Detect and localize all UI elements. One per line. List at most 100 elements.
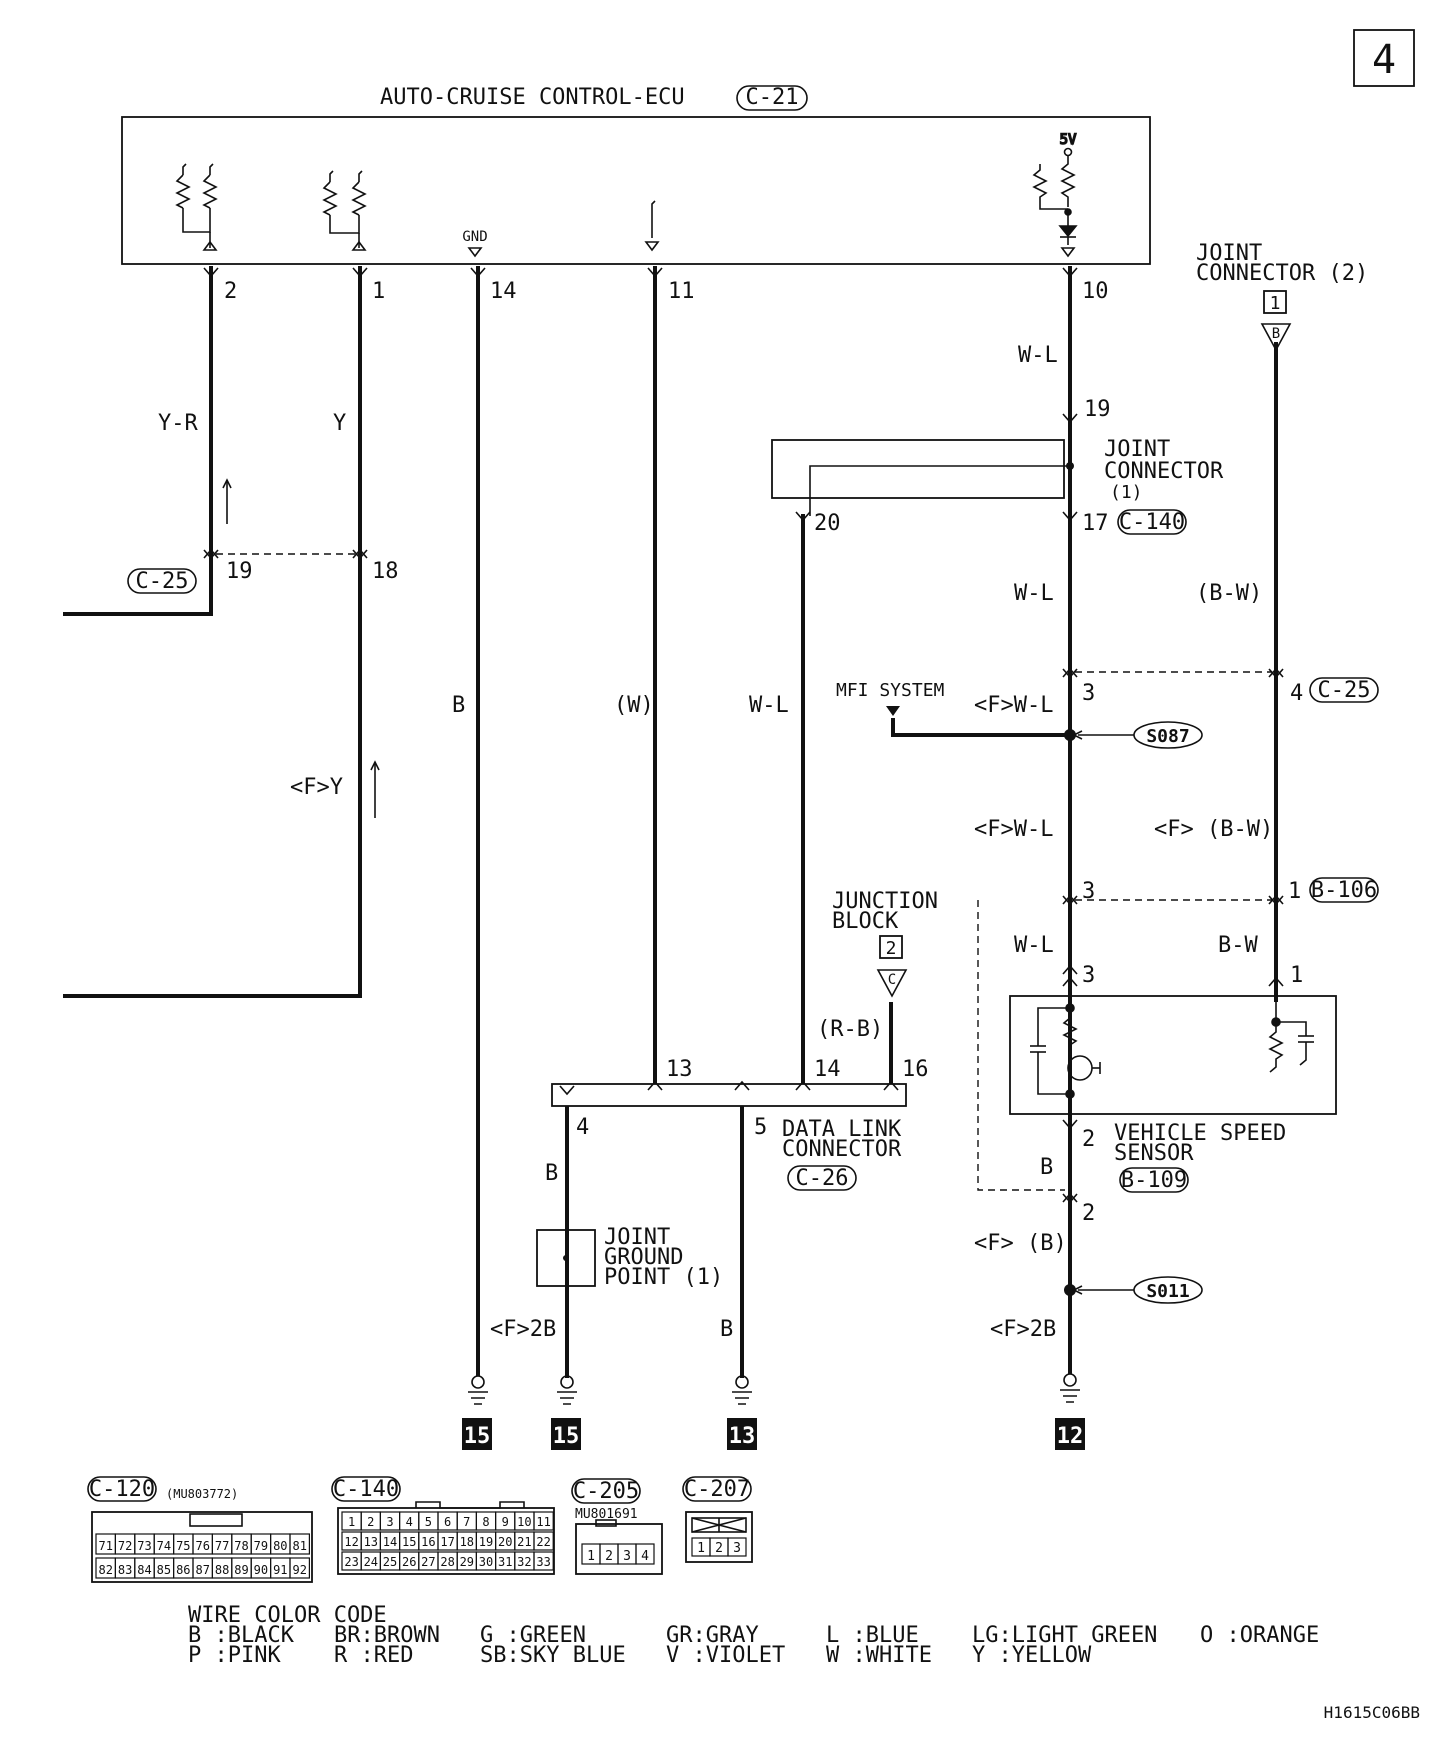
c120-pin-label: 85 [157,1563,171,1577]
wcc-r2-2: SB:SKY BLUE [480,1643,626,1668]
c205-cell [635,1543,655,1565]
c120-part: (MU803772) [166,1487,238,1501]
vss-pin-2b: 2 [1082,1201,1095,1226]
c120-cell [289,1533,310,1555]
c140-pin-label: 30 [479,1555,493,1569]
figure-code: H1615C06BB [1324,1703,1420,1722]
c120-pin-label: 88 [215,1563,229,1577]
c140-pin-label: 15 [402,1535,416,1549]
c120-pin-label: 83 [118,1563,132,1577]
jc1-pin-20: 20 [814,511,841,536]
c140-pin-label: 26 [402,1555,416,1569]
c140-cell [533,1511,554,1531]
wire-label-w-l-top: W-L [1018,343,1058,368]
wcc-r2-4: W :WHITE [826,1643,932,1668]
c140-pin-label: 4 [406,1515,413,1529]
jc1-title-1: JOINT [1104,437,1170,462]
jc2-title-1: JOINT [1196,241,1262,266]
wire-y [63,266,362,998]
jgp-title-1: JOINT [604,1225,670,1250]
dlc-title-2: CONNECTOR [782,1137,902,1162]
c25-right-pin-4: 4 [1290,681,1303,706]
c120-pin-label: 74 [157,1539,171,1553]
c140-pin-label: 6 [444,1515,451,1529]
c140-pin-label: 14 [383,1535,397,1549]
c120-pin-label: 92 [292,1563,306,1577]
c120-pin-label: 73 [137,1539,151,1553]
c140-pin-label: 10 [517,1515,531,1529]
jc1-connector-tag: C-140 [1119,510,1185,535]
c205-pin-label: 2 [605,1549,613,1564]
c207-label: C-207 [684,1477,750,1502]
c140-pin-label: 5 [425,1515,432,1529]
ecu-gnd-label: GND [462,229,487,245]
dlc-pin-5: 5 [754,1115,767,1140]
wcc-r1-6: O :ORANGE [1200,1623,1319,1648]
junction-block: JUNCTION BLOCK 2 C [832,889,938,998]
c120-pin-label: 79 [254,1539,268,1553]
wire-label-b-dlc5: B [720,1317,733,1342]
wire-label-b-dlc4: B [545,1161,558,1186]
c140-pin-label: 17 [440,1535,454,1549]
jb-title-2: BLOCK [832,909,899,934]
c25-left-tag: C-25 [136,569,189,594]
jb-title-1: JUNCTION [832,889,938,914]
c120-pin-label: 78 [234,1539,248,1553]
c120-pin-label: 75 [176,1539,190,1553]
dashed-connector-lines [216,553,1272,1191]
c140-pin-label: 13 [364,1535,378,1549]
wcc-r1-0: B :BLACK [188,1623,295,1648]
wire-label-f-2b-right: <F>2B [990,1317,1056,1342]
c25-right-tag: C-25 [1318,678,1371,703]
ground-refs: 15 15 13 12 [462,1418,1085,1450]
c140-pin-label: 33 [536,1555,550,1569]
c25-left-pin-18: 18 [372,559,399,584]
jc2-title-2: CONNECTOR (2) [1196,261,1368,286]
ecu-5v-label: 5V [1060,132,1077,148]
c120-pin-label: 80 [273,1539,287,1553]
c140-pin-label: 21 [517,1535,531,1549]
vss-title-1: VEHICLE SPEED [1114,1121,1286,1146]
dlc-pin-4: 4 [576,1115,589,1140]
ecu-internal-circuit-1 [175,163,218,251]
c140-pin-label: 27 [421,1555,435,1569]
splice-s011: S011 [1146,1281,1189,1302]
wire-label-f-2b-left: <F>2B [490,1317,556,1342]
dlc-pin-14: 14 [814,1057,841,1082]
c205-pin-label: 4 [641,1549,649,1564]
c205-label: C-205 [573,1479,639,1504]
wcc-r1-3: GR:GRAY [666,1623,759,1648]
dlc-pin-13: 13 [666,1057,693,1082]
c205-part: MU801691 [575,1507,638,1522]
page-number-box: 4 [1353,29,1415,87]
splice-s087: S087 [1146,726,1189,747]
jc1-title-3: (1) [1110,482,1143,503]
page-number: 4 [1372,37,1396,83]
c207-cell [727,1537,747,1557]
c120-pin-label: 87 [195,1563,209,1577]
wire-color-code-legend: WIRE COLOR CODE B :BLACK BR:BROWN G :GRE… [188,1603,1319,1668]
c120-pin-label: 71 [98,1539,112,1553]
c120-pin-label: 76 [195,1539,209,1553]
b106-pin-1: 1 [1288,879,1301,904]
wire-label-y-r: Y-R [158,411,198,436]
vss-title-2: SENSOR [1114,1141,1194,1166]
c205-pin-label: 3 [623,1549,631,1564]
jb-terminal: C [888,972,896,988]
c25-left-connector: C-25 19 18 [127,559,399,594]
vss-pin-1: 1 [1290,963,1303,988]
wcc-r2-5: Y :YELLOW [972,1643,1092,1668]
c120-pin-label: 91 [273,1563,287,1577]
c120-cell [289,1557,310,1579]
c120-pin-label: 89 [234,1563,248,1577]
c120-pin-label: 77 [215,1539,229,1553]
joint-connector-1: 19 JOINT CONNECTOR (1) 17 C-140 20 [771,397,1224,536]
ecu-pin-14: 14 [490,279,517,304]
ecu-pin-10: 10 [1082,279,1109,304]
wire-label-f-b-w: <F> (B-W) [1154,817,1273,842]
c140-pin-label: 11 [536,1515,550,1529]
